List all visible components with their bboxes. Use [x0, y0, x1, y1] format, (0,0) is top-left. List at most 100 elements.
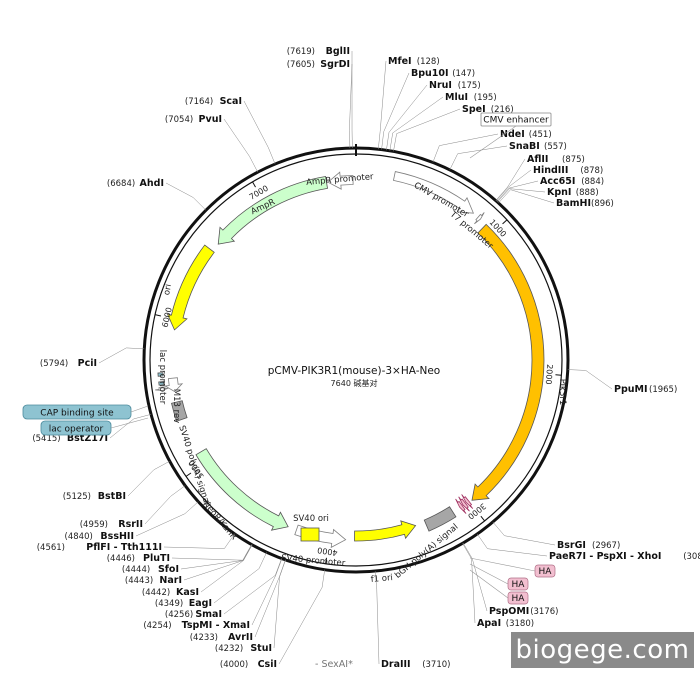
- sites-layer: BglII(7619)SgrDI(7605)MfeI(128)Bpu10I(14…: [32, 46, 700, 670]
- site-bpu10i-name: Bpu10I: [411, 68, 449, 79]
- site-tspmi-xmai-name: TspMI - XmaI: [182, 620, 250, 631]
- ha-box-3: [507, 591, 529, 605]
- site-bstz17i-position: (5415): [32, 434, 60, 444]
- site-ndei-position: (451): [529, 130, 552, 140]
- site-ahdi-position: (6684): [107, 179, 135, 189]
- site-pspomi-leader: [462, 542, 488, 612]
- ha-box-1: [534, 564, 556, 578]
- site-ppumi-leader: [567, 369, 613, 390]
- site-bstz17i: BstZ17I (5415): [32, 433, 108, 444]
- site-pluti-name: PluTI: [143, 553, 170, 564]
- site-pflfi-tth111i-position: (4561): [37, 543, 65, 553]
- site-smai-name: SmaI: [195, 609, 222, 620]
- site-nari: NarI (4443): [125, 575, 182, 586]
- site-kasi-leader: [200, 544, 253, 593]
- site-pluti-position: (4446): [107, 554, 135, 564]
- site-kpni: KpnI(888): [547, 187, 599, 198]
- ha-box-label-1: HA: [539, 567, 553, 577]
- site-smai: SmaI(4256): [165, 609, 222, 620]
- site-mfei-position: (128): [417, 57, 440, 67]
- site-bstbi-leader: [127, 460, 170, 497]
- site-scai-leader: [243, 100, 276, 165]
- feature-cap-binding-site: [157, 372, 164, 377]
- site-csii-extra: - SexAI*: [315, 659, 353, 670]
- tick-mark-7000: [252, 181, 256, 188]
- tick-label-4000: 4000: [317, 545, 338, 557]
- tick-label-2000: 2000: [544, 364, 554, 385]
- site-snabi-name: SnaBI: [509, 141, 540, 152]
- site-bstz17i-leader: [109, 414, 152, 439]
- feature-m13-rev: [155, 386, 170, 391]
- site-pcii-position: (5794): [40, 359, 68, 369]
- site-hindiii-leader: [495, 169, 532, 202]
- site-bpu10i-position: (147): [452, 69, 475, 79]
- feature-label-ori: ori: [162, 283, 174, 296]
- site-bstbi-name: BstBI: [98, 491, 126, 502]
- feature-box-label-cap-binding-site: CAP binding site: [40, 409, 114, 419]
- site-snabi-position: (557): [544, 142, 567, 152]
- feature-label-lac-promoter: lac promoter: [157, 350, 167, 405]
- site-bsshii-leader: [135, 501, 199, 537]
- site-csii-name: CsiI: [258, 659, 277, 670]
- site-mfei-leader: [378, 60, 387, 150]
- site-hindiii-name: HindIII: [533, 165, 568, 176]
- site-nrui: NruI(175): [429, 80, 481, 91]
- cmv-enh-callout-line: [469, 125, 517, 159]
- site-scai-name: ScaI: [220, 96, 242, 107]
- feature-neor-kanr: [195, 448, 289, 531]
- site-pflfi-tth111i-name: PflFI - Tth111I: [86, 542, 162, 553]
- feature-bgh-poly-a-signal: [423, 506, 457, 532]
- tick-mark-4000: [325, 557, 327, 564]
- site-csii: - SexAI* CsiI (4000): [220, 659, 353, 670]
- site-stui-leader: [273, 559, 286, 649]
- feature-lac-promoter: [164, 377, 184, 393]
- site-smai-leader: [223, 558, 282, 615]
- feature-ampr: [217, 176, 328, 245]
- site-stui-position: (4232): [215, 644, 243, 654]
- site-avrii-position: (4233): [190, 633, 218, 643]
- site-pvui-leader: [223, 118, 258, 173]
- ha-box-label-2: HA: [512, 580, 526, 590]
- site-apai-position: (3180): [506, 619, 534, 629]
- site-mlui-name: MluI: [445, 92, 468, 103]
- site-bstz17i-name: BstZ17I: [67, 433, 108, 444]
- site-aflii-position: (875): [562, 155, 585, 165]
- feature-label-sv40-ori: SV40 ori: [293, 514, 329, 524]
- site-bsrgi-leader: [492, 521, 556, 546]
- site-ndei-leader: [432, 133, 499, 163]
- site-sgrdi-position: (7605): [287, 60, 315, 70]
- tick-mark-6000: [154, 314, 162, 317]
- site-nari-name: NarI: [159, 575, 182, 586]
- site-snabi: SnaBI (557): [509, 141, 567, 152]
- site-draiii-position: (3710): [422, 660, 450, 670]
- plasmid-title: pCMV-PIK3R1(mouse)-3×HA-Neo: [268, 365, 440, 377]
- site-ndei-name: NdeI: [500, 129, 525, 140]
- site-ahdi-name: AhdI: [140, 178, 164, 189]
- site-bamhi: BamHI(896): [556, 198, 614, 209]
- site-eagi-leader: [213, 552, 267, 604]
- site-bamhi-name: BamHI: [556, 198, 591, 209]
- site-paer7i-pspxi-xhoi-name: PaeR7I - PspXI - XhoI: [549, 551, 661, 562]
- site-eagi: EagI(4349): [155, 598, 212, 609]
- tick-mark-1000: [502, 219, 508, 225]
- site-bsshii: BssHII(4840): [65, 531, 134, 542]
- feature-ha-1: [461, 494, 474, 509]
- site-csii-position: (4000): [220, 660, 248, 670]
- site-sfoi-name: SfoI: [158, 564, 179, 575]
- site-spei-position: (216): [491, 105, 514, 115]
- site-mfei-name: MfeI: [388, 56, 412, 67]
- site-ahdi: AhdI (6684): [107, 178, 164, 189]
- site-avrii: AvrII(4233): [190, 632, 253, 643]
- site-sfoi-leader: [180, 544, 253, 570]
- site-hindiii: HindIII(878): [533, 165, 603, 176]
- site-ppumi: PpuMI(1965): [614, 384, 677, 395]
- feature-ha-3: [455, 498, 467, 514]
- site-ahdi-leader: [165, 182, 207, 211]
- feature-cmv-promoter: [392, 171, 475, 214]
- site-nari-position: (4443): [125, 576, 153, 586]
- site-snabi-leader: [449, 145, 508, 170]
- site-bsrgi: BsrGI(2967): [557, 540, 620, 551]
